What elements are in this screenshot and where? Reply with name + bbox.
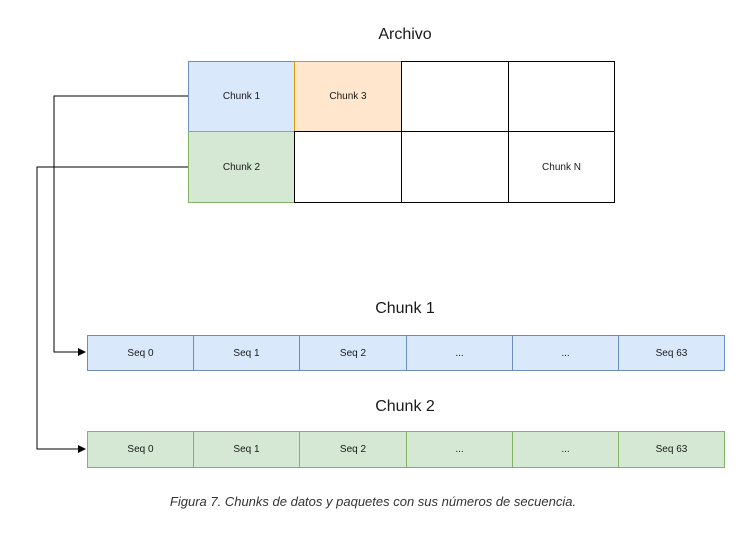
archivo-cell-r1-c1 <box>294 131 402 203</box>
chunk2-seq-cell: Seq 2 <box>299 431 407 468</box>
chunk1-seq-cell: Seq 63 <box>618 335 725 371</box>
chunk1-seq-cell: ... <box>512 335 619 371</box>
archivo-cell-r1-c3: Chunk N <box>508 131 615 203</box>
chunk2-seq-cell: ... <box>512 431 619 468</box>
chunk2-seq-cell: Seq 63 <box>618 431 725 468</box>
chunk1-seq-cell: Seq 1 <box>193 335 300 371</box>
archivo-cell-r1-c0: Chunk 2 <box>188 131 295 203</box>
chunk1-seq-cell: Seq 2 <box>299 335 407 371</box>
archivo-cell-r1-c2 <box>401 131 509 203</box>
connector-chunk2-arrow <box>36 166 188 453</box>
chunk2-title: Chunk 2 <box>375 398 435 415</box>
connector-chunk1-arrow <box>53 95 188 356</box>
archivo-cell-r0-c3 <box>508 61 615 132</box>
chunk1-seq-cell: ... <box>406 335 513 371</box>
chunk1-seq-cell: Seq 0 <box>87 335 194 371</box>
chunk2-seq-cell: ... <box>406 431 513 468</box>
archivo-title: Archivo <box>378 26 432 43</box>
archivo-cell-r0-c2 <box>401 61 509 132</box>
figure-caption: Figura 7. Chunks de datos y paquetes con… <box>169 494 577 509</box>
chunk2-seq-cell: Seq 1 <box>193 431 300 468</box>
chunk1-title: Chunk 1 <box>375 300 435 317</box>
chunk2-seq-cell: Seq 0 <box>87 431 194 468</box>
